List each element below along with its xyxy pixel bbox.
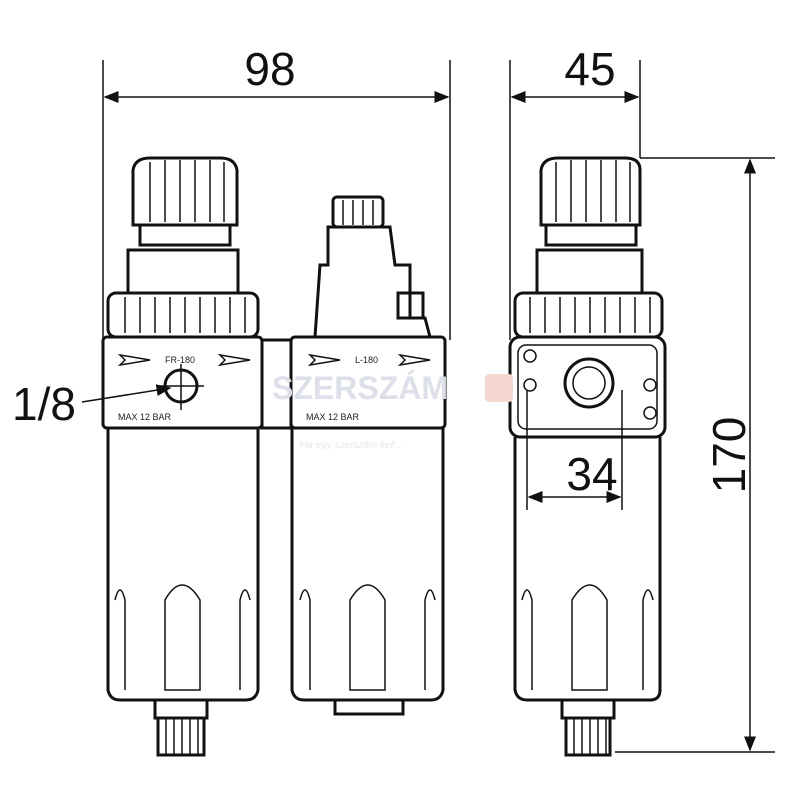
depth-label: 45: [564, 43, 615, 95]
height-label: 170: [703, 417, 755, 494]
mount-spacing-label: 34: [566, 448, 617, 500]
lubricator-front: L-180 MAX 12 BAR: [289, 195, 447, 716]
dimension-depth: 45: [509, 43, 641, 340]
port-label: 1/8: [12, 378, 76, 430]
dimension-width: 98: [102, 43, 451, 340]
watermark: SZERSZÁM Ha egy szerszám kell...: [272, 370, 513, 451]
lubricator-model-label: L-180: [355, 355, 378, 365]
watermark-brand: SZERSZÁM: [272, 370, 448, 406]
dimension-mount-spacing: 34: [526, 390, 623, 510]
regulator-model-label: FR-180: [165, 355, 195, 365]
port-callout: 1/8: [12, 364, 204, 430]
dimension-height: 170: [615, 157, 775, 753]
max-pressure-left: MAX 12 BAR: [118, 412, 172, 422]
max-pressure-right: MAX 12 BAR: [306, 412, 360, 422]
watermark-slogan: Ha egy szerszám kell...: [300, 440, 403, 451]
side-view: [508, 156, 667, 757]
width-label: 98: [244, 43, 295, 95]
filter-regulator-front: FR-180 MAX 12 BAR: [101, 156, 264, 757]
